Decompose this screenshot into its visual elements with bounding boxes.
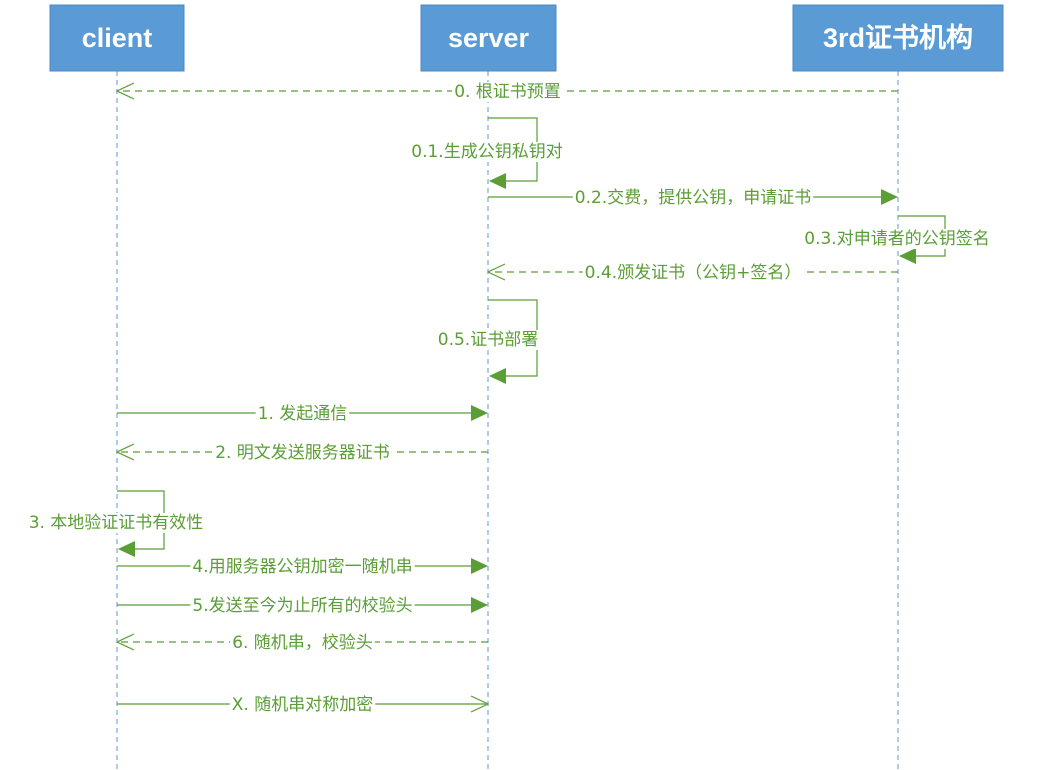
message-arrowhead <box>115 82 135 100</box>
message-label: 4.用服务器公钥加密一随机串 <box>192 557 412 577</box>
message-4: 0.4.颁发证书（公钥+签名） <box>486 263 898 283</box>
message-label-bg <box>409 142 565 162</box>
message-label-bg <box>582 263 804 283</box>
message-label-bg <box>435 330 541 350</box>
message-arrowhead <box>470 695 490 713</box>
message-label-bg <box>229 695 376 715</box>
actors: client server 3rd证书机构 <box>49 4 1004 72</box>
message-arrowhead <box>115 443 135 461</box>
message-11: 6. 随机串，校验头 <box>115 633 488 653</box>
message-label: 0.4.颁发证书（公钥+签名） <box>585 263 802 283</box>
message-label-bg <box>26 513 206 533</box>
message-label-bg <box>572 188 814 208</box>
message-9: 4.用服务器公钥加密一随机串 <box>117 557 488 577</box>
message-7: 2. 明文发送服务器证书 <box>115 443 488 463</box>
message-label: 0.3.对申请者的公钥签名 <box>804 229 989 249</box>
actor-ca: 3rd证书机构 <box>792 4 1004 72</box>
message-arrowhead <box>899 248 916 264</box>
lifelines <box>116 71 899 770</box>
message-label: 5.发送至今为止所有的校验头 <box>192 596 412 616</box>
actor-box-ca <box>792 4 1004 72</box>
message-arrowhead <box>115 633 135 651</box>
message-label-bg <box>802 229 992 249</box>
message-arrowhead <box>489 173 506 189</box>
message-6: 1. 发起通信 <box>117 404 488 424</box>
message-5: 0.5.证书部署 <box>435 299 541 384</box>
message-label-bg <box>255 404 350 424</box>
message-arrowhead <box>118 541 135 557</box>
actor-label-server: server <box>448 23 530 53</box>
message-label-bg <box>213 443 392 463</box>
message-arrowhead <box>471 558 488 574</box>
message-label: 3. 本地验证证书有效性 <box>29 513 204 533</box>
message-label-bg <box>230 633 375 653</box>
message-label: 0.1.生成公钥私钥对 <box>411 142 562 162</box>
message-arrowhead <box>486 263 506 281</box>
message-arrowhead <box>471 597 488 613</box>
message-12: X. 随机串对称加密 <box>117 695 490 715</box>
actor-server: server <box>420 4 557 72</box>
actor-label-ca: 3rd证书机构 <box>823 23 973 53</box>
message-arrowhead <box>471 405 488 421</box>
message-label-bg <box>190 557 415 577</box>
message-label: 0. 根证书预置 <box>454 82 561 102</box>
message-label: 2. 明文发送服务器证书 <box>215 443 390 463</box>
message-3: 0.3.对申请者的公钥签名 <box>802 215 992 264</box>
message-1: 0.1.生成公钥私钥对 <box>409 117 565 189</box>
messages: 0. 根证书预置 0.1.生成公钥私钥对 0.2.交费，提供公钥，申请证书 0.3.对… <box>26 82 992 715</box>
message-10: 5.发送至今为止所有的校验头 <box>117 596 488 616</box>
message-2: 0.2.交费，提供公钥，申请证书 <box>488 188 898 208</box>
message-arrowhead <box>489 368 506 384</box>
message-label-bg <box>190 596 415 616</box>
actor-box-server <box>420 4 557 72</box>
message-label: X. 随机串对称加密 <box>232 695 373 715</box>
actor-label-client: client <box>82 23 153 53</box>
message-0: 0. 根证书预置 <box>115 82 898 102</box>
message-label: 0.5.证书部署 <box>438 330 538 350</box>
actor-box-client <box>49 4 185 72</box>
message-label: 1. 发起通信 <box>258 404 348 424</box>
actor-client: client <box>49 4 185 72</box>
message-arrowhead <box>881 189 898 205</box>
message-label: 0.2.交费，提供公钥，申请证书 <box>575 188 811 208</box>
message-label: 6. 随机串，校验头 <box>232 633 373 653</box>
message-label-bg <box>452 82 563 102</box>
message-8: 3. 本地验证证书有效性 <box>26 490 206 557</box>
